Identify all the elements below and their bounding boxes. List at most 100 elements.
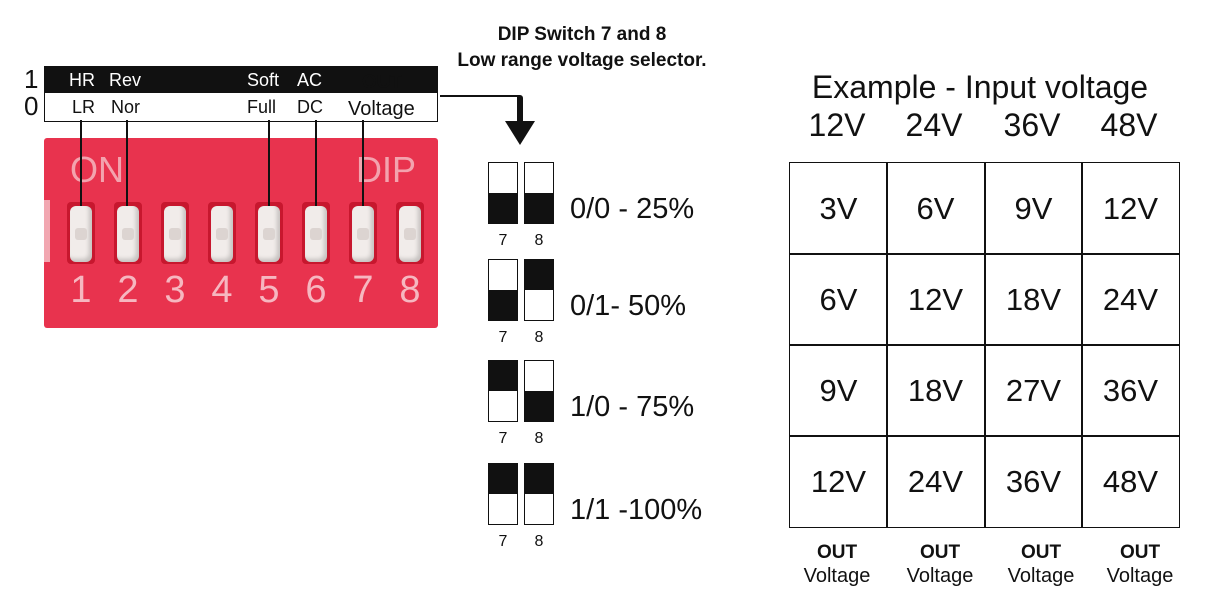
row-label-off: 0: [24, 91, 39, 121]
mini-switch-number: 8: [534, 232, 544, 249]
switch-number-7: 7: [352, 269, 374, 311]
mini-switch-number: 7: [498, 232, 508, 249]
switch-number-6: 6: [305, 269, 327, 311]
switch-2[interactable]: [114, 202, 142, 264]
legend-off-label-6: DC: [297, 97, 323, 117]
table-divider: [790, 435, 1179, 437]
switch-number-1: 1: [70, 269, 92, 311]
mini-switch-7: [488, 463, 518, 525]
input-voltage-header-2: 24V: [905, 107, 963, 143]
switch-5[interactable]: [255, 202, 283, 264]
switch-number-3: 3: [164, 269, 186, 311]
input-voltage-header-3: 36V: [1003, 107, 1061, 143]
leader-line: [315, 120, 317, 206]
input-voltage-header-1: 12V: [808, 107, 866, 143]
legend-off-label-1: LR: [72, 97, 96, 117]
selector-title: DIP Switch 7 and 8 Low range voltage sel…: [432, 22, 732, 74]
legend-on-row: HR Rev Soft AC: [45, 67, 437, 93]
output-voltage-cell: 18V: [907, 372, 964, 408]
dip-on-marking: ON: [70, 149, 124, 190]
legend-off-label-2: Nor: [111, 97, 141, 117]
legend-on-label-1: HR: [69, 70, 95, 90]
selector-option-label: 0/1- 50%: [570, 290, 687, 322]
selector-title-line-1: DIP Switch 7 and 8: [497, 24, 667, 45]
footer-out-label: OUT: [1020, 542, 1062, 563]
selector-option-label: 0/0 - 25%: [570, 193, 695, 225]
legend-out-label: OUT: [362, 72, 403, 93]
switch-knob: [211, 206, 233, 262]
legend-on-label-5: Soft: [247, 70, 280, 90]
switch-number-4: 4: [211, 269, 233, 311]
switch-number-2: 2: [117, 269, 139, 311]
legend-off-label-5: Full: [247, 97, 277, 117]
switch-knob: [164, 206, 186, 262]
output-voltage-cell: 12V: [810, 463, 867, 499]
mini-switch-number: 7: [498, 329, 508, 346]
leader-line: [126, 120, 128, 206]
leader-line: [268, 120, 270, 206]
mini-switch-8: [524, 259, 554, 321]
mini-switch-7: [488, 162, 518, 224]
switch-function-legend: HR Rev Soft AC LR Nor Full DC: [44, 66, 438, 122]
switch-1[interactable]: [67, 202, 95, 264]
legend-on-label-2: Rev: [109, 70, 142, 90]
output-voltage-cell: 12V: [1102, 190, 1159, 226]
mini-switch-8: [524, 463, 554, 525]
leader-line: [80, 120, 82, 206]
output-voltage-cell: 9V: [819, 372, 858, 408]
mini-switch-state: [489, 193, 517, 223]
footer-voltage-label: Voltage: [906, 565, 974, 587]
switch-3[interactable]: [161, 202, 189, 264]
table-divider: [790, 344, 1179, 346]
switch-number-8: 8: [399, 269, 421, 311]
mini-switch-state: [489, 290, 517, 320]
output-voltage-cell: 24V: [907, 463, 964, 499]
switch-knob: [305, 206, 327, 262]
output-voltage-cell: 36V: [1005, 463, 1062, 499]
input-voltage-header-4: 48V: [1100, 107, 1158, 143]
mini-switch-number: 7: [498, 430, 508, 447]
legend-off-row: LR Nor Full DC: [45, 93, 437, 121]
footer-voltage-label: Voltage: [803, 565, 871, 587]
mini-switch-8: [524, 162, 554, 224]
row-label-on: 1: [24, 64, 39, 94]
footer-voltage-label: Voltage: [1106, 565, 1174, 587]
switch-knob: [70, 206, 92, 262]
legend-voltage-label: Voltage: [348, 98, 415, 120]
mini-switch-7: [488, 360, 518, 422]
selector-option-label: 1/0 - 75%: [570, 391, 695, 423]
switch-4[interactable]: [208, 202, 236, 264]
output-voltage-cell: 3V: [819, 190, 858, 226]
output-voltage-cell: 18V: [1005, 281, 1062, 317]
output-voltage-cell: 24V: [1102, 281, 1159, 317]
footer-voltage-label: Voltage: [1007, 565, 1075, 587]
dip-brand-marking: DIP: [356, 149, 417, 190]
output-voltage-cell: 27V: [1005, 372, 1062, 408]
output-voltage-cell: 6V: [916, 190, 955, 226]
mini-switch-number: 8: [534, 430, 544, 447]
mini-switch-state: [525, 464, 553, 494]
mini-switch-state: [525, 391, 553, 421]
selector-title-line-2: Low range voltage selector.: [457, 50, 707, 71]
switch-8[interactable]: [396, 202, 424, 264]
footer-out-label: OUT: [816, 542, 858, 563]
switch-6[interactable]: [302, 202, 330, 264]
output-voltage-cell: 36V: [1102, 372, 1159, 408]
mini-switch-state: [525, 193, 553, 223]
switch-7[interactable]: [349, 202, 377, 264]
switch-knob: [352, 206, 374, 262]
footer-out-label: OUT: [1119, 542, 1161, 563]
arrow-down-icon: [505, 121, 535, 145]
switch-knob: [117, 206, 139, 262]
mini-switch-number: 7: [498, 533, 508, 550]
switch-knob: [399, 206, 421, 262]
leader-line: [362, 120, 364, 206]
output-voltage-cell: 9V: [1014, 190, 1053, 226]
mini-switch-number: 8: [534, 329, 544, 346]
mini-switch-number: 8: [534, 533, 544, 550]
